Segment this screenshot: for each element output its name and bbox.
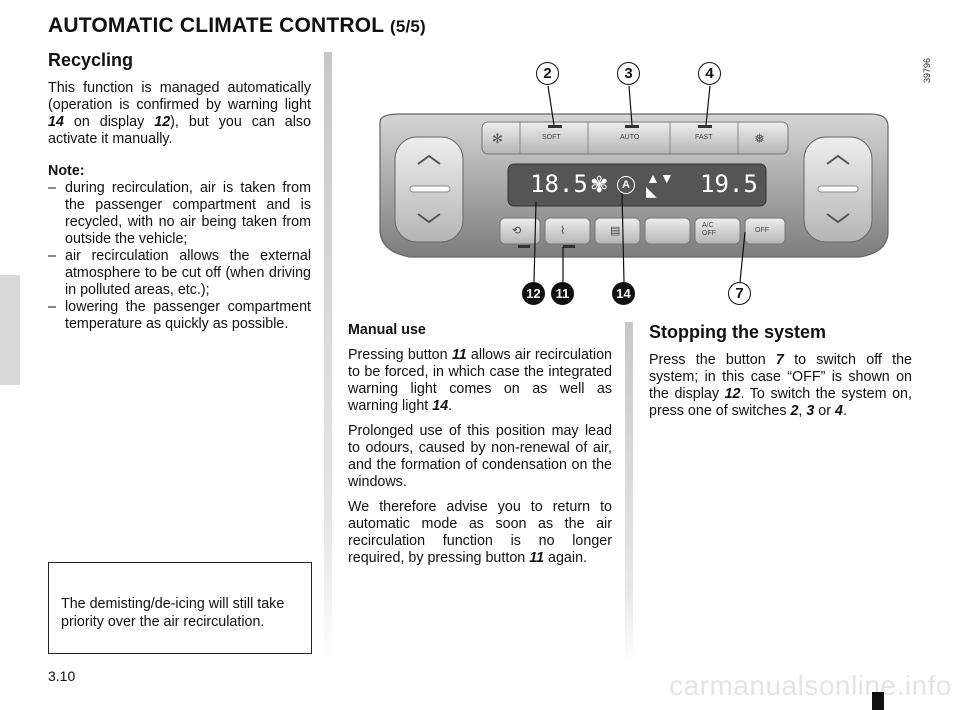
defrost-icon: ❅ [754,131,765,146]
ref-display-12: 12 [724,386,741,402]
page-title: AUTOMATIC CLIMATE CONTROL (5/5) [48,14,426,38]
manual-use-paragraph-3: We therefore advise you to return to aut… [348,499,612,566]
callout-2: 2 [536,62,559,85]
manual-use-paragraph-1: Pressing button 11 allows air recirculat… [348,347,612,414]
recirculation-button-11 [499,217,541,245]
column-divider-right [625,322,633,662]
recycling-section: Recycling This function is managed autom… [48,50,311,333]
stopping-section: Stopping the system Press the button 7 t… [649,322,912,420]
air-distribution-icon: ▲▼◣ [646,170,674,199]
ac-button [694,217,741,245]
climate-panel-diagram [379,85,889,283]
ref-button-7: 7 [775,352,784,368]
image-reference: 39796 [922,58,932,84]
soft-button-2: SOFT [542,134,561,141]
climate-control-figure: 39796 [340,52,940,317]
stopping-heading: Stopping the system [649,322,827,342]
priority-note-text: The demisting/de-icing will still take p… [61,596,285,630]
callout-3: 3 [617,62,640,85]
note-bullet: –during recirculation, air is taken from… [48,180,311,247]
fast-button-4: FAST [695,134,713,141]
rear-demist-icon: ▤ [610,225,621,237]
manual-use-heading: Manual use [348,322,426,338]
ref-switch-4: 4 [834,403,843,419]
callout-4: 4 [698,62,721,85]
note-bullet: –lowering the passenger compartment temp… [48,299,311,332]
page-title-text: AUTOMATIC CLIMATE CONTROL [48,14,384,37]
page-number: 3.10 [48,668,76,684]
callout-14: 14 [612,282,635,305]
auto-button-3: AUTO [620,134,640,141]
display-right-temperature: 19.5 [700,170,758,198]
priority-note-box: The demisting/de-icing will still take p… [48,562,312,654]
recycling-intro-text-1: This function is managed automatically (… [48,80,311,113]
callout-12: 12 [522,282,545,305]
section-side-tab [0,275,20,385]
recycling-intro-text-3: ), but you can also activate it manually… [48,114,311,147]
ref-warning-light-14: 14 [432,398,449,414]
display-12 [507,163,767,207]
site-watermark: carmanualsonline.info [669,670,952,701]
stopping-paragraph: Press the button 7 to switch off the sys… [649,352,912,419]
ref-switch-3: 3 [806,403,815,419]
page-title-part: (5/5) [389,17,426,36]
recycling-heading: Recycling [48,50,134,70]
front-demist-icon: ⌇ [560,225,566,237]
recycling-intro-text-2: on display [63,114,155,130]
auto-recirculation-warning-light-14: A [617,176,635,194]
ref-button-11: 11 [529,550,545,566]
off-button-7 [744,217,786,245]
fan-speed-icon: ✻ [492,131,503,146]
fan-icon: ✾ [590,172,609,197]
callout-7: 7 [728,282,751,305]
top-button-strip [481,121,789,155]
display-left-temperature: 18.5 [530,170,588,198]
column-divider-left [324,52,332,662]
note-label: Note: [48,163,85,179]
ref-switch-2: 2 [790,403,799,419]
ref-display-12: 12 [154,114,171,130]
recirculation-icon: ⟲ [512,225,522,237]
callout-11: 11 [551,282,574,305]
ref-button-11: 11 [451,347,467,363]
recycling-intro: This function is managed automatically (… [48,80,311,148]
edge-marker [872,692,884,710]
off-label: OFF [755,227,769,234]
ref-warning-light-14: 14 [48,114,64,130]
note-bullet: –air recirculation allows the external a… [48,248,311,298]
manual-use-section: Manual use Pressing button 11 allows air… [348,322,612,567]
manual-use-paragraph-2: Prolonged use of this position may lead … [348,423,612,490]
